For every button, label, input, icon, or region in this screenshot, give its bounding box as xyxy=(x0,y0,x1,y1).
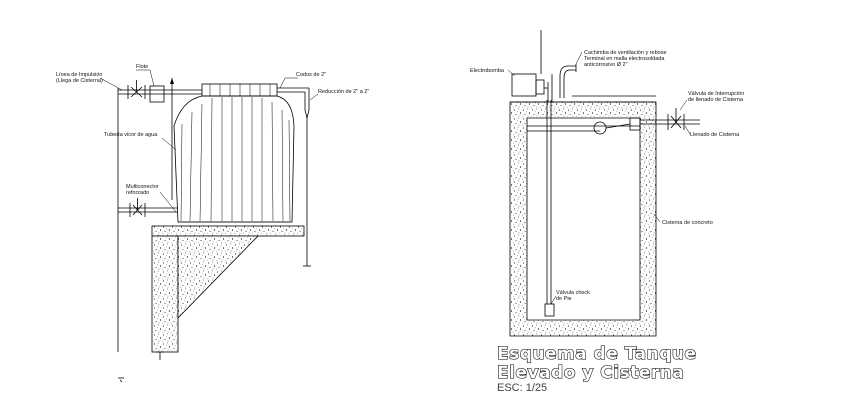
outlet-pipe xyxy=(118,198,178,360)
svg-text:de llenado de Cisterna: de llenado de Cisterna xyxy=(688,97,744,103)
label-reducer: Reducción de 2" a 2" xyxy=(318,89,369,95)
label-inlet-2: (Llega de Cisterna) xyxy=(56,78,103,84)
label-vent-pipe-1: Cachimba de ventilación y rebose xyxy=(584,50,667,56)
title-line-2: Elevado y Cisterna xyxy=(497,363,684,383)
vent-pipe xyxy=(540,30,577,98)
svg-text:Línea de Impulsión: Línea de Impulsión xyxy=(56,72,102,78)
label-float: Flote xyxy=(136,64,148,70)
label-vent: Codos de 2" xyxy=(296,72,326,78)
svg-text:reforzado: reforzado xyxy=(126,190,149,196)
suction-pipe xyxy=(544,100,555,317)
label-valve-2: de llenado de Cisterna xyxy=(688,97,744,103)
title-line-1: Esquema de Tanque xyxy=(497,344,697,364)
cistern-drawing: Electrobomba Cachimba de ventilación y r… xyxy=(470,30,744,337)
label-cistern: Cisterna de concreto xyxy=(662,220,713,226)
label-vent-pipe-3: anticorrosivo Ø 2" xyxy=(584,62,628,68)
inlet-pipe xyxy=(117,78,202,383)
svg-text:de Pie: de Pie xyxy=(556,296,572,302)
elevated-tank-drawing: Línea de Impulsión (Llega de Cisterna) F… xyxy=(56,64,369,383)
label-inlet-1: Línea de Impulsión xyxy=(56,72,102,78)
scale-label: ESC: 1/25 xyxy=(497,382,547,394)
svg-text:Válvula check: Válvula check xyxy=(556,290,590,296)
electrobomba xyxy=(511,73,553,102)
label-vent-pipe-2: Terminal en malla electrosoldada xyxy=(584,56,665,62)
vent-overflow-pipe xyxy=(277,87,311,267)
svg-text:Multiconector: Multiconector xyxy=(126,184,159,190)
label-outlet-2: reforzado xyxy=(126,190,149,196)
svg-text:Cachimba de ventilación y rebo: Cachimba de ventilación y rebose xyxy=(584,50,667,56)
fill-pipe xyxy=(527,108,700,135)
water-tank xyxy=(173,83,295,223)
svg-text:Válvula de Interrupción: Válvula de Interrupción xyxy=(688,91,744,97)
label-overflow: Tubería vicor de agua xyxy=(104,132,158,138)
title-block: Esquema de Tanque Elevado y Cisterna ESC… xyxy=(496,343,697,394)
concrete-slab xyxy=(151,225,305,237)
concrete-column xyxy=(151,235,179,353)
label-valve-1: Válvula de Interrupción xyxy=(688,91,744,97)
label-check-2: de Pie xyxy=(556,296,572,302)
svg-text:Terminal en malla electrosolda: Terminal en malla electrosoldada xyxy=(584,56,665,62)
concrete-bracket xyxy=(177,235,259,319)
cistern-walls xyxy=(509,101,657,337)
label-pump: Electrobomba xyxy=(470,68,505,74)
label-fill: Llenado de Cisterna xyxy=(690,132,740,138)
label-check-1: Válvula check xyxy=(556,290,590,296)
svg-text:(Llega de Cisterna): (Llega de Cisterna) xyxy=(56,78,103,84)
svg-text:anticorrosivo Ø 2": anticorrosivo Ø 2" xyxy=(584,62,628,68)
label-outlet-1: Multiconector xyxy=(126,184,159,190)
